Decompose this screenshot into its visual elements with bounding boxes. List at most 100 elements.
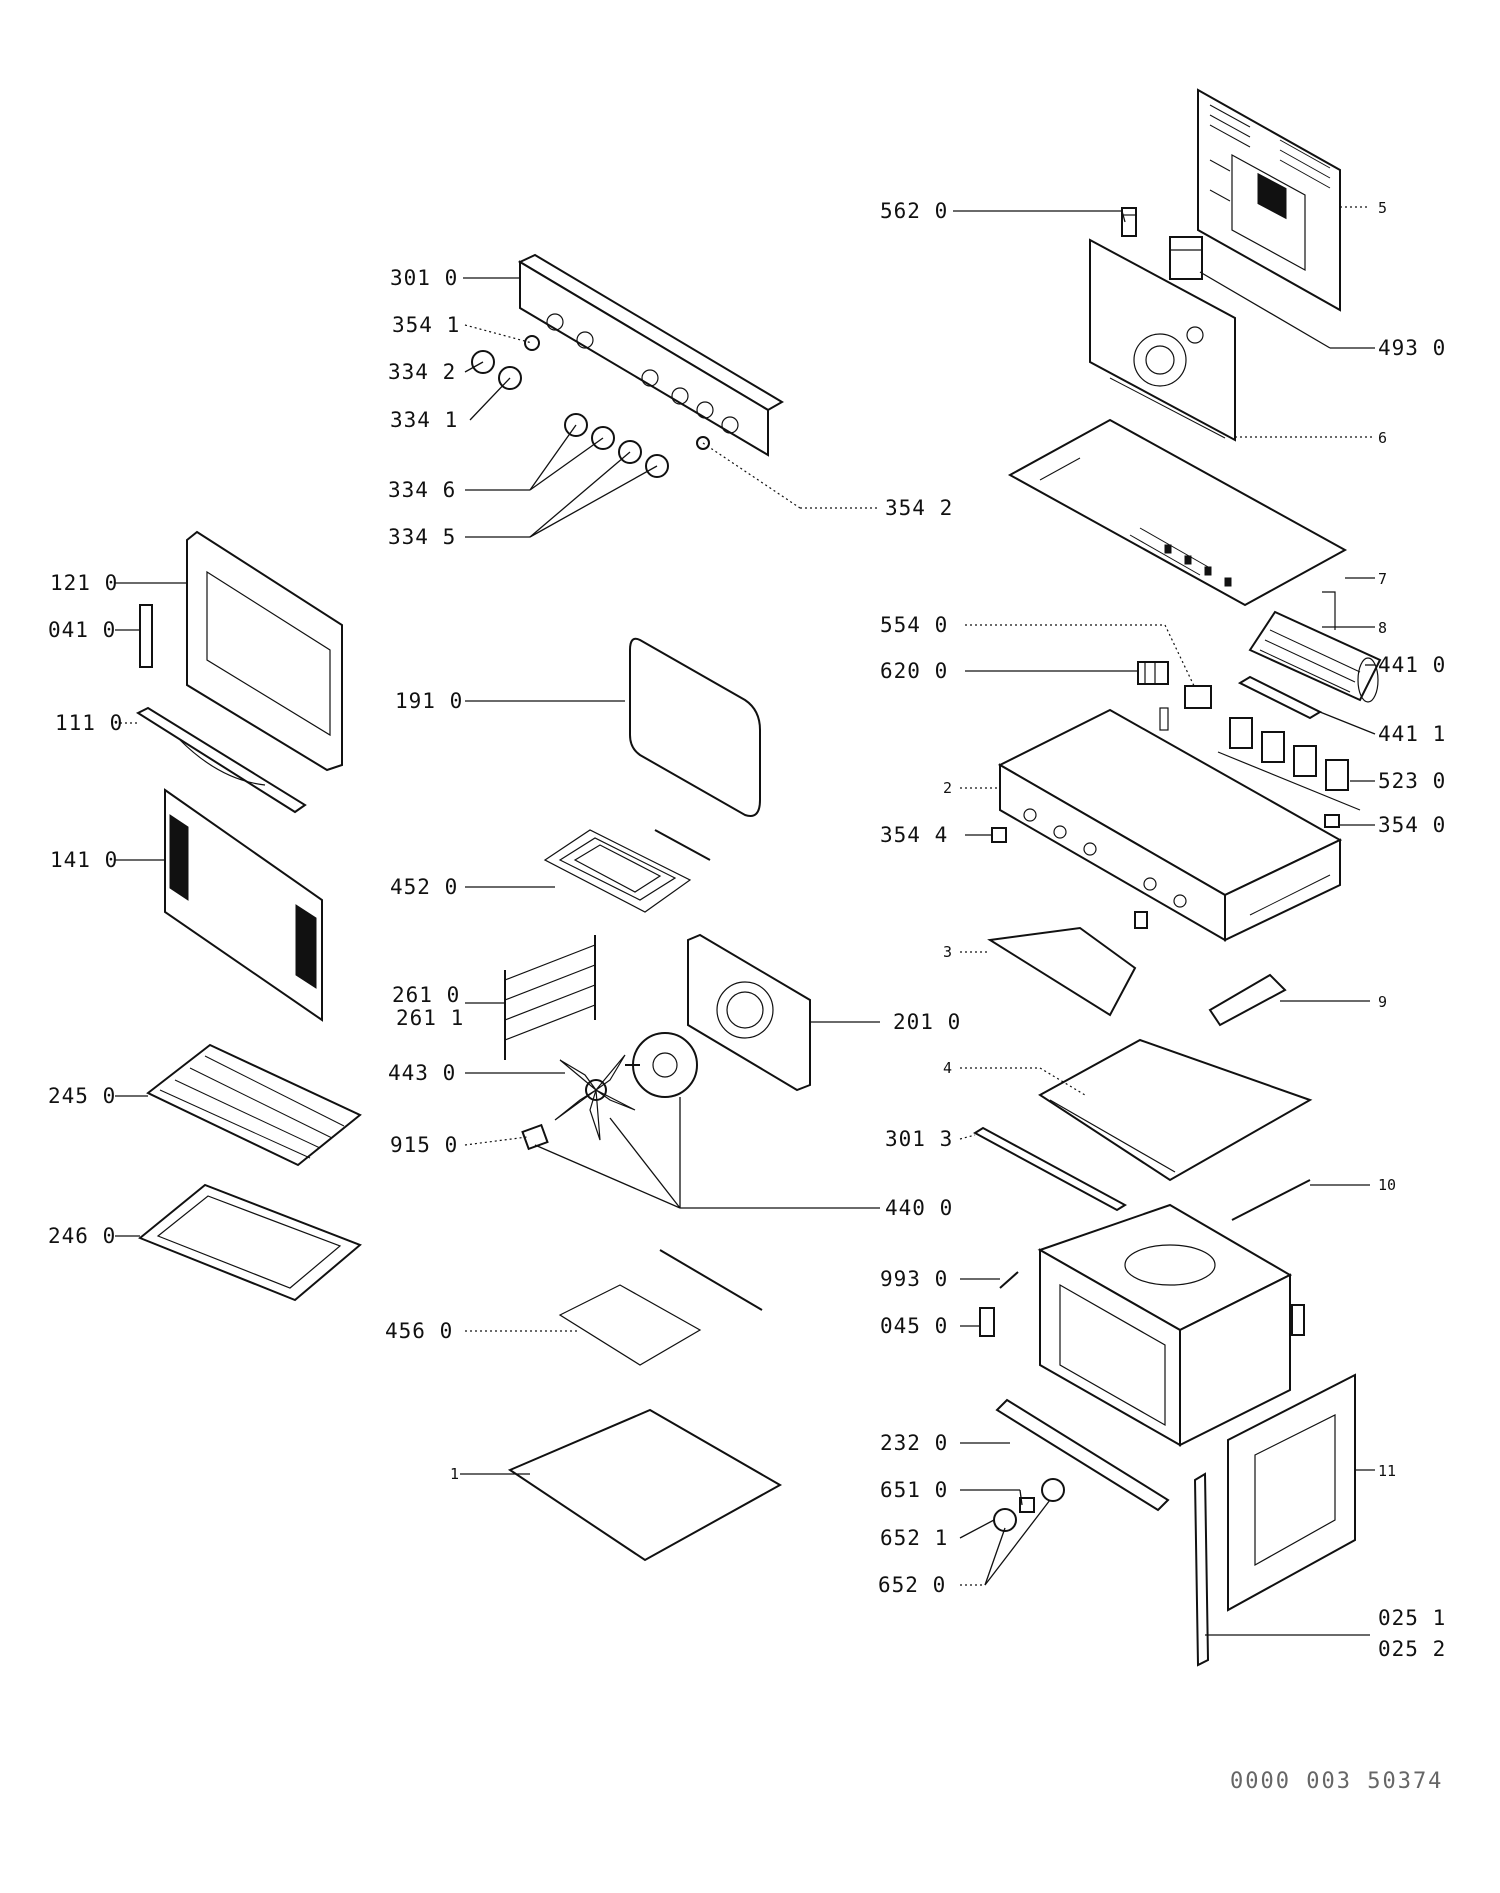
part-knob-354-1 (524, 335, 540, 351)
label-523-0: 523 0 (1378, 769, 1446, 793)
part-inner-door-121 (186, 530, 343, 772)
label-652-0: 652 0 (878, 1573, 946, 1597)
label-045-0: 045 0 (880, 1314, 948, 1338)
part-fan-cover-201 (687, 933, 811, 1092)
label-562-0: 562 0 (880, 199, 948, 223)
part-oven-cavity (1037, 1203, 1305, 1447)
label-141-0: 141 0 (50, 848, 118, 872)
part-handle-111 (135, 706, 307, 814)
label-441-0: 441 0 (1378, 653, 1446, 677)
label-456-0: 456 0 (385, 1319, 453, 1343)
part-knob-652-1 (993, 1508, 1017, 1532)
part-door-seal-191 (629, 637, 761, 817)
label-915-0: 915 0 (390, 1133, 458, 1157)
label-334-2: 334 2 (388, 360, 456, 384)
label-201-0: 201 0 (893, 1010, 961, 1034)
part-screw-housing (1134, 911, 1148, 929)
part-fan-motor-440 (625, 1032, 698, 1098)
part-grill-element-452 (543, 829, 711, 913)
part-long-rail-301-3 (973, 1126, 1127, 1212)
part-switches-523 (1217, 717, 1361, 811)
label-652-1: 652 1 (880, 1526, 948, 1550)
label-245-0: 245 0 (48, 1084, 116, 1108)
part-nut-915 (521, 1123, 549, 1151)
label-354-4: 354 4 (880, 823, 948, 847)
part-rear-panel-5 (1197, 88, 1341, 312)
part-bracket-plate-3 (987, 926, 1137, 1017)
label-301-3: 301 3 (885, 1127, 953, 1151)
label-1: 1 (450, 1465, 459, 1483)
label-8: 8 (1378, 619, 1387, 637)
label-025-2: 025 2 (1378, 1637, 1446, 1661)
label-354-1: 354 1 (392, 313, 460, 337)
part-rod-10 (1231, 1179, 1311, 1221)
part-baking-tray-246 (138, 1183, 362, 1302)
part-rod-8 (1322, 591, 1336, 630)
label-354-2: 354 2 (885, 496, 953, 520)
part-shelf-supports-261 (504, 935, 596, 1060)
label-651-0: 651 0 (880, 1478, 948, 1502)
label-121-0: 121 0 (50, 571, 118, 595)
label-443-0: 443 0 (388, 1061, 456, 1085)
part-knob-651 (1019, 1497, 1035, 1513)
label-9: 9 (1378, 993, 1387, 1011)
label-452-0: 452 0 (390, 875, 458, 899)
part-switch-554 (1159, 685, 1212, 731)
label-554-0: 554 0 (880, 613, 948, 637)
part-base-plate-4 (1038, 1038, 1313, 1182)
part-screw-354-0 (1324, 814, 1340, 828)
label-440-0: 440 0 (885, 1196, 953, 1220)
part-block-493 (1169, 236, 1203, 280)
label-11: 11 (1378, 1462, 1396, 1480)
label-4: 4 (943, 1059, 952, 1077)
label-301-0: 301 0 (390, 266, 458, 290)
label-025-1: 025 1 (1378, 1606, 1446, 1630)
part-door-frame-11 (1227, 1373, 1356, 1612)
label-191-0: 191 0 (395, 689, 463, 713)
label-620-0: 620 0 (880, 659, 948, 683)
label-334-5: 334 5 (388, 525, 456, 549)
part-hinge-045 (979, 1307, 995, 1337)
label-041-0: 041 0 (48, 618, 116, 642)
label-10: 10 (1378, 1176, 1396, 1194)
label-354-0: 354 0 (1378, 813, 1446, 837)
part-fan-motor-441 (1248, 610, 1382, 703)
part-bottom-plate-1 (507, 1408, 783, 1562)
part-hinge-rail-025 (1193, 1472, 1210, 1667)
part-wire-rack-245 (146, 1043, 362, 1167)
label-111-0: 111 0 (55, 711, 123, 735)
part-bottom-rail-232 (995, 1398, 1170, 1512)
part-top-cover-7 (1007, 418, 1348, 607)
label-6: 6 (1378, 429, 1387, 447)
part-inner-rear-panel-6 (1089, 238, 1236, 442)
label-261-0: 261 0 (392, 983, 460, 1007)
part-rail-9 (1208, 973, 1287, 1027)
part-screw-993 (999, 1271, 1019, 1289)
label-993-0: 993 0 (880, 1267, 948, 1291)
label-334-6: 334 6 (388, 478, 456, 502)
label-232-0: 232 0 (880, 1431, 948, 1455)
part-knob-652-0 (1041, 1478, 1065, 1502)
label-2: 2 (943, 779, 952, 797)
part-screw-354-4 (991, 827, 1007, 843)
part-lower-element-456 (558, 1249, 763, 1366)
part-terminal-620 (1137, 661, 1169, 685)
leader-lines (115, 206, 1376, 1636)
label-246-0: 246 0 (48, 1224, 116, 1248)
part-fan-blade-443 (554, 1054, 636, 1141)
part-bar-441-1 (1237, 675, 1323, 720)
label-7: 7 (1378, 570, 1387, 588)
part-bracket-562 (1121, 207, 1137, 237)
label-334-1: 334 1 (390, 408, 458, 432)
label-261-1: 261 1 (396, 1006, 464, 1030)
part-labels: 562 0 5 301 0 354 1 334 2 334 1 493 0 6 … (48, 199, 1446, 1794)
part-control-housing-2 (997, 708, 1343, 942)
part-door-hinge-041 (139, 604, 153, 668)
label-3: 3 (943, 943, 952, 961)
document-number: 0000 003 50374 (1230, 1769, 1443, 1794)
part-outer-door-141 (164, 788, 323, 1022)
label-441-1: 441 1 (1378, 722, 1446, 746)
part-control-fascia-301 (517, 253, 784, 457)
label-5: 5 (1378, 199, 1387, 217)
